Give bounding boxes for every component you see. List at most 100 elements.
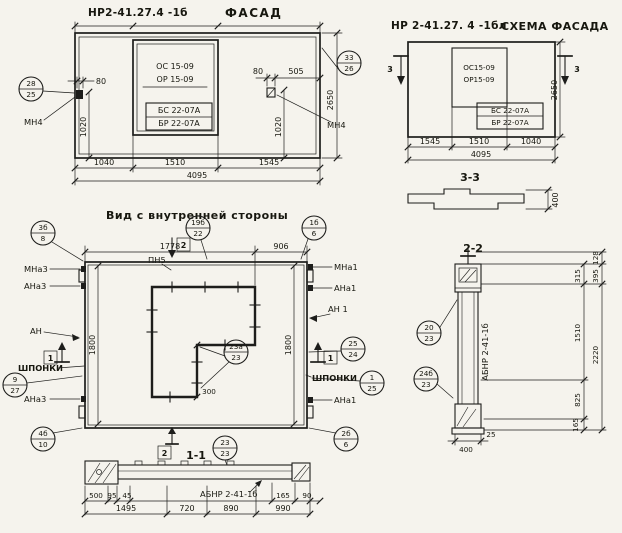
svg-text:1040: 1040: [521, 137, 541, 146]
section-2-2-profile: [451, 247, 485, 435]
label-ana3-top: АНа3: [24, 281, 46, 291]
svg-text:1800: 1800: [88, 335, 97, 355]
label-mna3-top: МНа3: [24, 264, 48, 274]
svg-text:3б: 3б: [38, 223, 48, 232]
section-1-1: 1-1 23 23 АБНР 2-41-1б: [81, 435, 324, 518]
schema-mark-or: ОР15-09: [464, 75, 495, 84]
callout-20-23: 20 23: [416, 299, 458, 346]
svg-text:990: 990: [275, 504, 290, 513]
svg-text:4б: 4б: [38, 429, 48, 438]
dim-300: 300: [202, 387, 216, 396]
callout-28-25: 28 25: [18, 76, 75, 102]
svg-text:315: 315: [573, 269, 582, 283]
svg-text:24: 24: [348, 350, 358, 359]
inner-title: Вид с внутренней стороны: [106, 209, 288, 222]
callout-25-24: 25 24: [308, 336, 366, 362]
svg-text:890: 890: [223, 504, 238, 513]
svg-text:23: 23: [220, 449, 230, 458]
svg-text:2: 2: [162, 449, 168, 458]
schema-mark-bs: БС 22-07А: [491, 106, 529, 115]
svg-text:25: 25: [26, 90, 35, 99]
svg-text:8: 8: [41, 234, 46, 243]
svg-text:1020: 1020: [274, 117, 283, 137]
svg-text:1040: 1040: [94, 158, 114, 167]
pn5-label: ПН5: [148, 255, 166, 265]
svg-text:23а: 23а: [229, 342, 243, 351]
section-1-1-dims: 500 95 45 165 90 1495 720 890 990: [81, 482, 324, 518]
inner-dim-1800-left: 1800: [88, 262, 102, 428]
part-label-abnr-vertical: АБНР 2-41-1б: [480, 323, 490, 380]
facade-anchor-left: [76, 90, 83, 99]
schema-view: НР 2-41.27. 4 -1бл СХЕМА ФАСАДА ОС15-09 …: [387, 20, 608, 213]
svg-text:1800: 1800: [284, 335, 293, 355]
svg-text:23: 23: [220, 438, 230, 447]
shponki-ticks: [146, 281, 261, 403]
label-ana1-bottom: АНа1: [334, 395, 356, 405]
svg-text:505: 505: [288, 67, 303, 76]
facade-title: ФАСАД: [225, 6, 282, 20]
facade-anchor-label-left: МН4: [24, 117, 43, 127]
svg-text:1: 1: [328, 354, 334, 363]
label-an1: АН 1: [328, 304, 348, 314]
svg-text:395: 395: [591, 269, 600, 283]
inner-panel-outline: [84, 261, 308, 429]
inner-dim-1800-right: 1800: [284, 262, 298, 428]
callout-2b-6: 2б 6: [308, 426, 359, 452]
facade-mark-os: ОС 15-09: [156, 62, 194, 71]
svg-text:1510: 1510: [165, 158, 185, 167]
label-ana1-top: АНа1: [334, 283, 356, 293]
schema-mark-os: ОС15-09: [463, 63, 495, 72]
svg-text:6: 6: [344, 440, 349, 449]
svg-text:165: 165: [571, 418, 580, 432]
svg-text:1б: 1б: [309, 218, 319, 227]
svg-text:6: 6: [312, 229, 317, 238]
section-3-3-dim-400: 400: [525, 186, 560, 213]
inner-view: Вид с внутренней стороны 3б 8 19б 22 1б …: [2, 209, 385, 460]
svg-text:1510: 1510: [469, 137, 489, 146]
section-mark-1-left: 1: [43, 342, 70, 365]
svg-text:20: 20: [424, 323, 434, 332]
svg-text:1495: 1495: [116, 504, 136, 513]
svg-text:23: 23: [424, 334, 434, 343]
part-label-abnr: АБНР 2-41-1б: [200, 489, 257, 499]
section-3-3-label: 3-3: [460, 171, 480, 184]
svg-text:906: 906: [273, 242, 288, 251]
facade-mark-box: [145, 102, 213, 131]
svg-text:90: 90: [302, 491, 312, 500]
svg-text:1: 1: [370, 373, 375, 382]
section-2-2-right-dims: 315 1510 825 165 128 395 2220: [475, 248, 607, 434]
facade-bottom-dims: 1040 1510 1545 4095: [71, 134, 324, 186]
facade-dim-80-left: 80: [67, 76, 106, 89]
label-an: АН: [30, 326, 42, 336]
facade-mark-br: БР 22-07А: [158, 119, 200, 128]
svg-text:1: 1: [48, 354, 54, 363]
schema-panel-outline: [407, 41, 556, 138]
label-mna1-top: МНа1: [334, 262, 358, 272]
svg-text:2: 2: [181, 241, 187, 250]
svg-text:23: 23: [421, 380, 431, 389]
svg-text:400: 400: [551, 192, 560, 207]
schema-section-mark-right: 3: [557, 55, 580, 85]
svg-text:400: 400: [459, 445, 473, 454]
callout-33-26: 33 26: [321, 47, 362, 76]
svg-text:45: 45: [122, 491, 131, 500]
svg-text:95: 95: [107, 491, 116, 500]
svg-text:1020: 1020: [79, 117, 88, 137]
svg-text:720: 720: [179, 504, 194, 513]
facade-dim-1020-right: 1020: [274, 86, 288, 162]
label-ana3-bottom: АНа3: [24, 394, 46, 404]
inner-right-labels: МНа1 АНа1 АН 1 ШПОНКИ АНа1: [305, 262, 358, 405]
facade-top-dim-line: [71, 21, 324, 34]
section-mark-2-top: 2: [168, 237, 191, 258]
facade-panel-outline: [74, 32, 321, 159]
callout-9-27: 9 27: [2, 372, 83, 398]
svg-text:25: 25: [367, 384, 376, 393]
section-mark-2-bottom: 2: [157, 427, 179, 460]
svg-text:10: 10: [38, 440, 48, 449]
callout-24b-23: 24б 23: [413, 366, 454, 399]
section-mark-1-right: 1: [310, 342, 338, 365]
svg-text:4095: 4095: [471, 150, 491, 159]
svg-text:3: 3: [574, 65, 580, 74]
facade-dim-80-505-right: 80 505: [253, 67, 324, 87]
